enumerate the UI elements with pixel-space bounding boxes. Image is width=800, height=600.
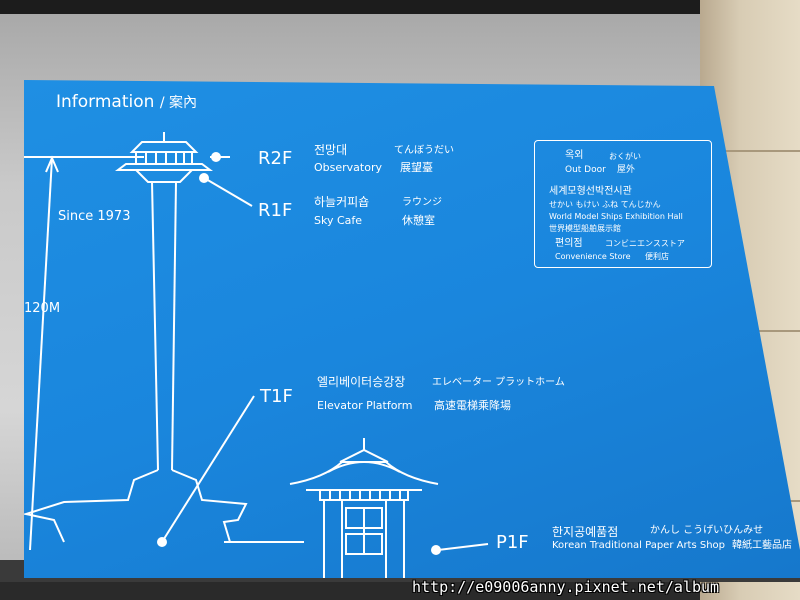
store-chinese: 便利店 (645, 252, 669, 261)
p1f-japanese: かんし こうげいひんみせ (650, 525, 764, 536)
r1f-chinese: 休憩室 (402, 214, 435, 227)
r1f-connector (205, 178, 253, 207)
album-watermark: http://e09006anny.pixnet.net/album (412, 578, 720, 596)
title-main: Information (56, 92, 155, 112)
tower-shaft-left (151, 181, 159, 471)
t1f-japanese: エレベーター プラットホーム (432, 377, 565, 388)
r2f-korean: 전망대 (314, 143, 348, 157)
observatory-ring (115, 163, 213, 171)
outdoor-japanese: おくがい (609, 152, 641, 161)
r2f-chinese: 展望臺 (400, 161, 433, 174)
board-title: Information / 案內 (56, 94, 197, 111)
r2f-japanese: てんぼうだい (394, 145, 454, 156)
observatory-top (129, 141, 199, 153)
tower-base (24, 469, 159, 543)
outdoor-korean: 옥외 (565, 150, 584, 161)
t1f-connector (161, 395, 255, 543)
p1f-korean: 한지공예품점 (552, 525, 619, 539)
t1f-marker (157, 537, 167, 547)
pavilion-roof-main (289, 461, 439, 485)
p1f-marker (431, 545, 441, 555)
floor-code-r1f: R1F (258, 200, 293, 221)
r1f-marker (199, 173, 209, 183)
wall-seam (700, 150, 800, 152)
tower-shaft-right (171, 181, 177, 471)
title-sub: / 案內 (159, 95, 197, 111)
height-arrow-top (45, 155, 59, 173)
p1f-chinese: 韓紙工藝品店 (732, 540, 792, 551)
top-dark-strip (0, 0, 800, 14)
tower-height: 120M (24, 301, 61, 316)
r1f-english: Sky Cafe (314, 214, 363, 227)
floor-code-t1f: T1F (260, 386, 293, 407)
store-english: Convenience Store (555, 252, 631, 261)
store-japanese: コンビニエンスストア (605, 239, 685, 248)
t1f-korean: 엘리베이터승강장 (317, 375, 406, 389)
pavilion-roof (339, 448, 389, 463)
tower-illustration (24, 132, 489, 578)
r1f-korean: 하늘커피숍 (314, 195, 370, 209)
r2f-marker (211, 152, 221, 162)
t1f-chinese: 高速電梯乘降場 (434, 399, 511, 412)
outdoor-english: Out Door (565, 165, 606, 175)
r2f-english: Observatory (314, 161, 382, 174)
p1f-connector (437, 543, 489, 551)
store-korean: 편의점 (555, 238, 583, 249)
pavilion-railing (319, 489, 409, 501)
museum-korean: 세계모형선박전시관 (549, 186, 632, 197)
t1f-english: Elevator Platform (317, 399, 413, 412)
p1f-english: Korean Traditional Paper Arts Shop (552, 540, 726, 551)
floor-code-r2f: R2F (258, 148, 293, 169)
facilities-box: 옥외 おくがい Out Door 屋外 세계모형선박전시관 せかい もけい ふね… (534, 140, 712, 268)
information-board: Information / 案內 Since 1973 120M R2F 전망대… (24, 80, 800, 578)
tower-base-right (171, 469, 248, 543)
museum-chinese: 世界模型船舶展示館 (549, 224, 621, 233)
since-year: Since 1973 (58, 209, 131, 224)
floor-code-p1f: P1F (496, 532, 529, 553)
museum-japanese: せかい もけい ふね てんじかん (549, 200, 661, 209)
outdoor-chinese: 屋外 (617, 165, 636, 175)
observatory-base (133, 169, 195, 183)
height-guide-vertical (29, 157, 53, 551)
museum-english: World Model Ships Exhibition Hall (549, 212, 683, 221)
r1f-japanese: ラウンジ (402, 197, 442, 208)
